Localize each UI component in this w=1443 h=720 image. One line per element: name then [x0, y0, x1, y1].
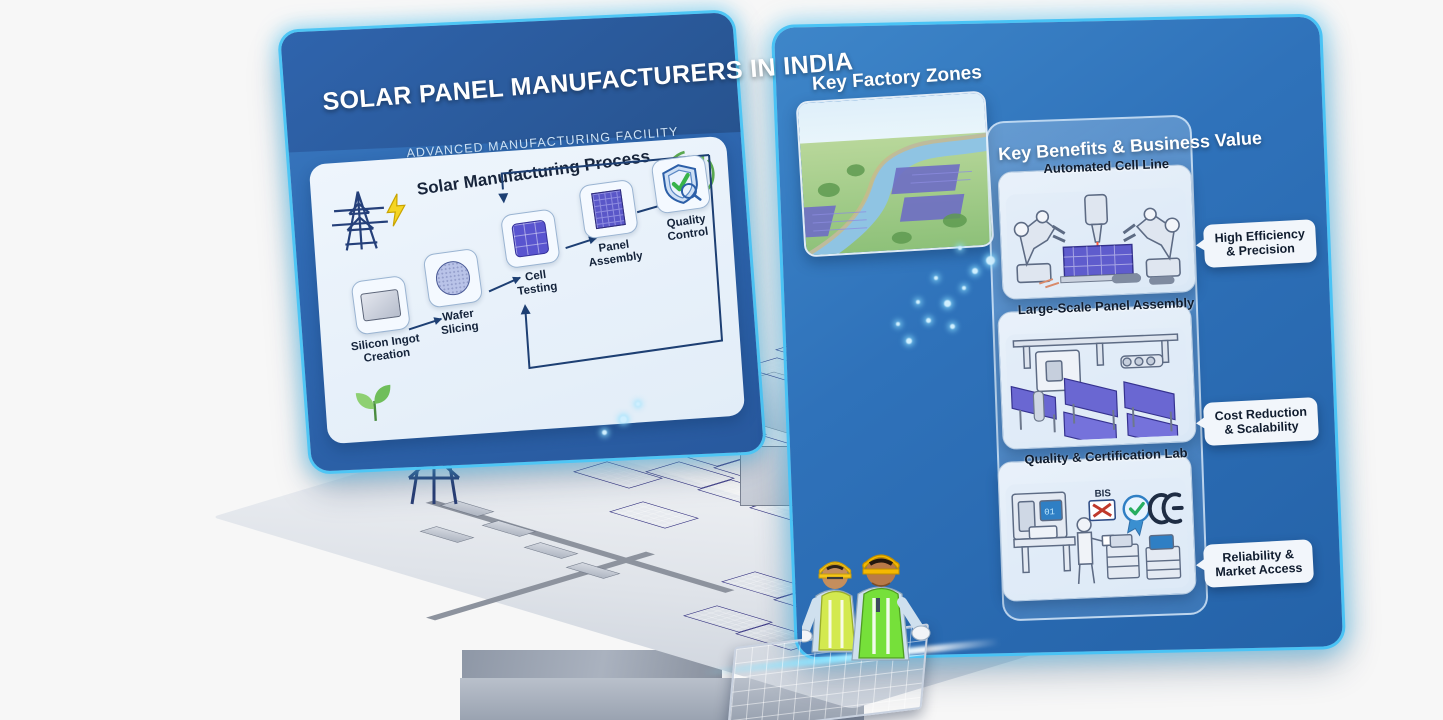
process-step-panel-assembly[interactable]: Panel Assembly: [578, 178, 644, 270]
callout-high-efficiency[interactable]: High Efficiency & Precision: [1202, 219, 1318, 268]
feedback-loop-arrow: [498, 153, 724, 370]
callout-line2: & Precision: [1225, 241, 1296, 260]
transmission-tower-icon: [331, 191, 388, 251]
leaf-icon: [355, 384, 391, 421]
svg-text:BIS: BIS: [1094, 488, 1111, 500]
factory-workers: [795, 538, 942, 668]
shield-check-icon: [650, 153, 712, 215]
zones-photo[interactable]: [795, 90, 995, 258]
solar-panel-icon: [578, 178, 640, 240]
silicon-ingot-icon: [349, 274, 411, 336]
process-step-wafer-slicing[interactable]: Wafer Slicing: [422, 247, 488, 339]
callout-reliability[interactable]: Reliability & Market Access: [1202, 539, 1315, 588]
process-step-quality-control[interactable]: Quality Control: [650, 153, 715, 245]
svg-text:01: 01: [1044, 507, 1055, 517]
callout-cost-reduction[interactable]: Cost Reduction & Scalability: [1202, 397, 1320, 446]
process-step-silicon-ingot[interactable]: Silicon Ingot Creation: [342, 274, 422, 367]
benefit-card-certification-lab[interactable]: Quality & Certification Lab 01: [997, 445, 1197, 603]
robot-arm-icon: [1005, 187, 1190, 293]
certification-lab-icon: 01 BIS: [1005, 477, 1190, 595]
worker-left: [795, 561, 859, 653]
assembly-line-icon: [1005, 327, 1190, 443]
callout-line2: & Scalability: [1224, 419, 1300, 438]
benefit-card-automated-cell-line[interactable]: Automated Cell Line: [997, 156, 1197, 301]
process-flow-card: Solar Manufacturing Process: [308, 135, 746, 445]
benefit-card-panel-assembly[interactable]: Large-Scale Panel Assembly: [997, 295, 1197, 451]
process-step-cell-testing[interactable]: Cell Testing: [499, 208, 565, 299]
lightning-bolt-icon: [386, 193, 406, 227]
solar-cell-icon: [499, 208, 561, 270]
worker-right: [851, 554, 931, 661]
wafer-icon: [422, 247, 484, 309]
